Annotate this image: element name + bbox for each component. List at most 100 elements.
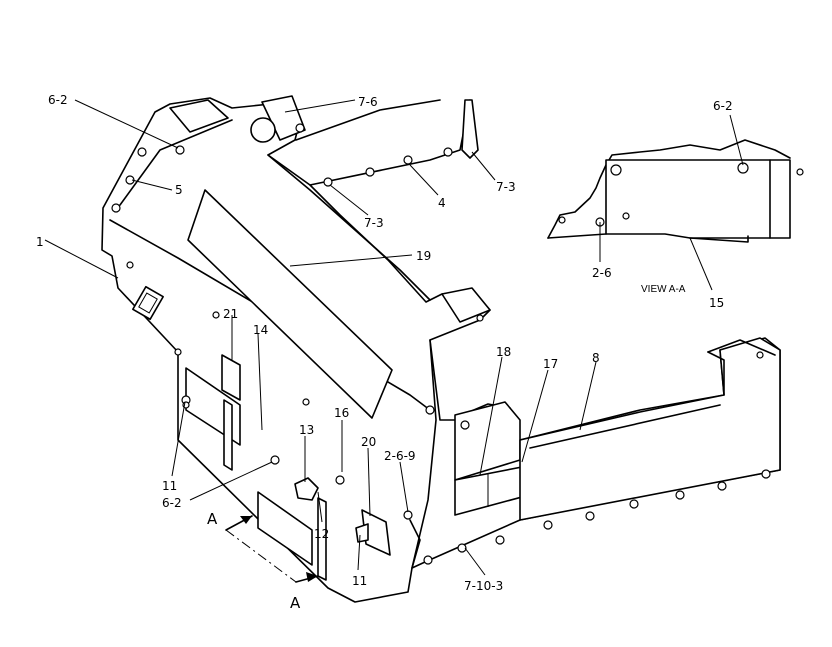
callout-7-3-a: 7-3 [364,216,384,230]
callout-17: 17 [543,357,558,371]
rear-plate-upper [295,99,441,141]
connector-pins [138,292,158,314]
leader-18 [479,356,503,476]
bolt [295,123,305,133]
leader-7-3-a [329,184,369,216]
bolt [403,510,413,520]
callout-14: 14 [253,323,268,337]
callout-11-left: 11 [162,479,177,493]
callout-21: 21 [223,307,238,321]
bolt-row-top [111,123,771,565]
callout-8: 8 [592,351,600,365]
callout-6-2-view: 6-2 [713,99,733,113]
bracket-7-3-top [461,99,479,159]
bolt [174,348,182,356]
leader-7-6 [284,99,356,113]
leader-14 [257,333,263,431]
leader-1 [44,239,119,279]
callout-4: 4 [438,196,446,210]
bolt [423,555,433,565]
leader-15 [689,237,713,291]
section-arrowhead-lower [306,572,318,582]
bolt [323,177,333,187]
section-cut-line [225,529,297,583]
leader-6-2-top [74,99,179,149]
bolt [111,203,121,213]
leader-lines [44,99,744,576]
raised-section-top-edge [707,339,776,356]
bolt [761,469,771,479]
detail-bolt-far-right [796,168,804,176]
front-vertical-edge [411,339,437,569]
callout-7-3-b: 7-3 [496,180,516,194]
bolt [302,398,310,406]
hinge-12 [317,497,327,581]
callout-11-right: 11 [352,574,367,588]
leader-2-6-9 [399,461,409,513]
callout-2-6: 2-6 [592,266,612,280]
bolt [543,520,553,530]
section-mark-a-upper: A [207,510,218,528]
bolt [717,481,727,491]
bolt [425,405,435,415]
latch-11-right [355,523,369,543]
detail-bolt-top-left [610,164,622,176]
callout-19: 19 [416,249,431,263]
strip-14 [223,399,233,471]
detail-bottom-lip [689,235,749,243]
bolt [629,499,639,509]
main-panel-assembly [101,95,781,603]
callout-5: 5 [175,183,183,197]
section-8-inner-edge [529,404,721,449]
callout-7-6: 7-6 [358,95,378,109]
bolt [137,147,147,157]
detail-bolt-mid [622,212,630,220]
leader-7-10-3 [464,547,486,576]
section-mark-a-lower: A [290,594,301,612]
callout-2-6-9: 2-6-9 [384,449,416,463]
bolt [476,314,484,322]
bolt [457,543,467,553]
detail-bolt-top-right [737,162,749,174]
latch-13 [294,477,319,501]
callout-7-10-3: 7-10-3 [464,579,503,593]
bracket-mid-right [441,287,491,323]
bolt [585,511,595,521]
raised-section-8 [519,337,781,521]
section-line-a-a [225,515,319,583]
callout-1: 1 [36,235,44,249]
callout-6-2-top: 6-2 [48,93,68,107]
bolt [756,351,764,359]
view-a-a-detail [547,139,804,243]
callout-13: 13 [299,423,314,437]
callout-18: 18 [496,345,511,359]
mounting-block-top [169,99,229,133]
leader-6-2-view [729,114,744,166]
leader-20 [367,447,371,517]
bolt [365,167,375,177]
leader-17 [521,369,549,463]
leader-12 [317,491,323,523]
raised-section-side [707,351,725,396]
top-hole [250,117,276,143]
leader-5 [131,179,173,191]
section-arrowhead-upper [240,516,252,524]
bolt [270,455,280,465]
connector-socket [132,285,164,321]
callout-16: 16 [334,406,349,420]
bolt [675,490,685,500]
bolt [460,420,470,430]
callout-6-2-mid: 6-2 [162,496,182,510]
rear-plate-strip [309,99,471,186]
leader-19 [289,254,413,267]
view-a-a-label: VIEW A-A [641,284,686,295]
label-plate-21 [221,354,241,401]
bolt [335,475,345,485]
leader-11-left [171,401,186,477]
detail-plate [605,159,791,239]
top-plate-inner-edge [267,154,431,301]
callout-15: 15 [709,296,724,310]
front-lower-face [409,519,421,569]
window-cutout-19 [187,189,393,419]
